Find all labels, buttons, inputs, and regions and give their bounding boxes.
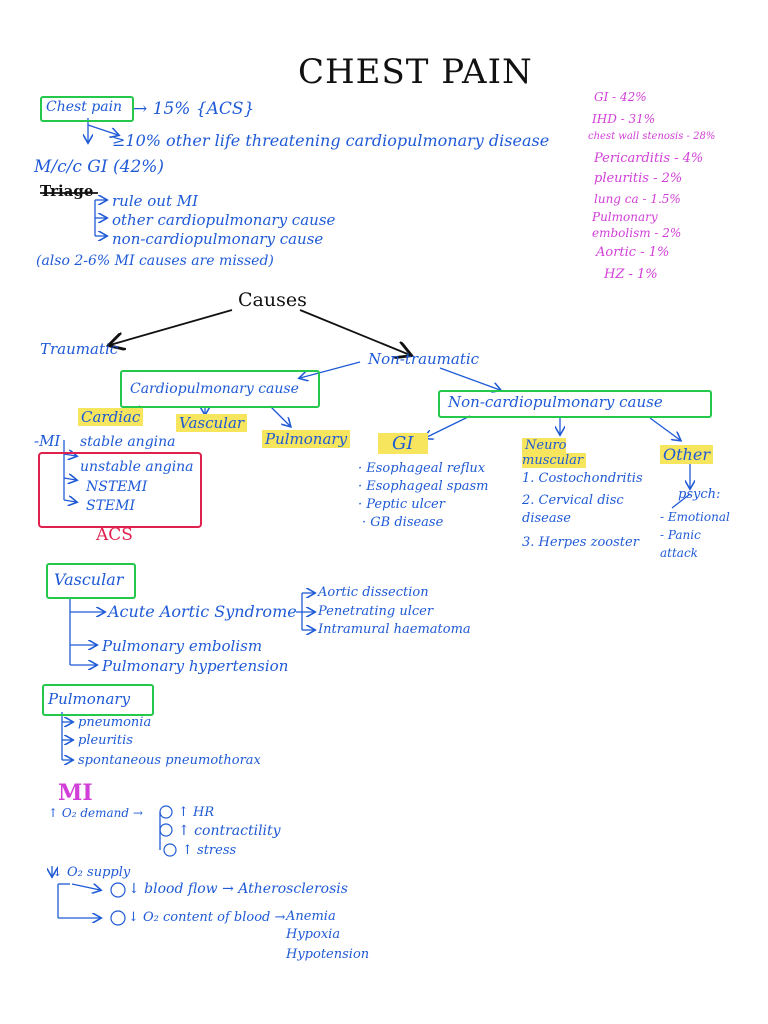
pulmonary-item: pleuritis — [78, 733, 133, 748]
other-item: - Emotional — [660, 510, 730, 524]
pulmonary-section-label: Pulmonary — [48, 690, 131, 708]
supply-item: ↓ blood flow → Atherosclerosis — [128, 881, 348, 897]
acs-label: ACS — [96, 525, 133, 545]
cardiopulmonary-box — [120, 370, 320, 408]
vascular-label: Vascular — [176, 414, 248, 432]
other-threat-line: ≥10% other life threatening cardiopulmon… — [112, 131, 550, 150]
traumatic-label: Traumatic — [40, 340, 119, 358]
angina-item: unstable angina — [80, 459, 194, 475]
aas-item: Aortic dissection — [318, 585, 429, 600]
stat-item: GI - 42% — [594, 90, 647, 104]
neuro-item: 1. Costochondritis — [522, 471, 643, 486]
causes-label: Causes — [238, 289, 307, 311]
demand-item: ↑ HR — [178, 805, 215, 820]
cardiac-label: Cardiac — [78, 408, 144, 426]
missed-note: (also 2-6% MI causes are missed) — [36, 253, 274, 269]
stat-item: pleuritis - 2% — [594, 171, 683, 186]
demand-item: ↑ stress — [182, 843, 237, 858]
chest-pain-box — [40, 96, 134, 122]
pulmonary-item: spontaneous pneumothorax — [78, 753, 261, 768]
gi-item: · Peptic ulcer — [358, 497, 445, 512]
chest-pain-label: Chest pain — [46, 99, 123, 115]
angina-item: NSTEMI — [86, 479, 148, 495]
non-cardiopulmonary-label: Non-cardiopulmonary cause — [448, 393, 663, 411]
supply-sub-item: Hypotension — [286, 947, 370, 962]
pulmonary-label: Pulmonary — [262, 430, 351, 448]
demand-item: ↑ contractility — [178, 823, 281, 839]
aas-item: Penetrating ulcer — [318, 604, 434, 619]
neuro-item: 3. Herpes zooster — [522, 535, 639, 550]
mi-dash-label: -MI — [34, 432, 61, 450]
gi-label: GI — [378, 433, 428, 454]
o2-demand-label: ↑ O₂ demand → — [48, 806, 143, 820]
vascular-box — [46, 563, 136, 599]
supply-item: ↓ O₂ content of blood → — [128, 910, 286, 925]
other-item: - Panic attack — [660, 528, 701, 560]
gi-item: · GB disease — [362, 515, 444, 530]
stat-item: HZ - 1% — [604, 267, 658, 282]
acs-box — [38, 452, 202, 528]
stat-item: Aortic - 1% — [596, 245, 670, 260]
pe-label: Pulmonary embolism — [102, 637, 263, 655]
aas-item: Intramural haematoma — [318, 622, 471, 637]
stat-item: Pulmonary — [592, 210, 658, 224]
triage-item: other cardiopulmonary cause — [112, 211, 336, 229]
triage-item: rule out MI — [112, 192, 199, 210]
stat-item: chest wall stenosis - 28% — [588, 131, 716, 142]
stat-item: IHD - 31% — [592, 112, 656, 126]
gi-item: · Esophageal spasm — [358, 479, 489, 494]
angina-item: STEMI — [86, 498, 136, 514]
acs-percent: → 15% {ACS} — [133, 99, 255, 119]
non-traumatic-label: Non-traumatic — [368, 350, 480, 368]
stat-item: lung ca - 1.5% — [594, 192, 681, 206]
supply-sub-item: Hypoxia — [286, 927, 341, 942]
other-item: psych: — [678, 487, 721, 502]
vascular-section-label: Vascular — [54, 570, 124, 589]
pulmonary-item: pneumonia — [78, 715, 152, 730]
gi-item: · Esophageal reflux — [358, 461, 486, 476]
neuro-item: 2. Cervical disc disease — [522, 493, 624, 526]
aas-label: Acute Aortic Syndrome — [108, 602, 297, 621]
triage-item: non-cardiopulmonary cause — [112, 230, 324, 248]
stat-item: embolism - 2% — [592, 226, 682, 240]
page-title: CHEST PAIN — [298, 52, 533, 92]
stat-item: Pericarditis - 4% — [594, 151, 704, 166]
triage-label: Triage — [40, 182, 94, 200]
ph-label: Pulmonary hypertension — [102, 657, 289, 675]
supply-sub-item: Anemia — [286, 909, 336, 924]
most-common-line: M/c/c GI (42%) — [34, 157, 165, 177]
o2-supply-label: ↓ O₂ supply — [52, 865, 131, 880]
other-label: Other — [660, 445, 713, 464]
non-cardiopulmonary-box — [438, 390, 712, 418]
neuro-label: Neuro muscular — [522, 438, 598, 468]
angina-item: stable angina — [80, 434, 176, 450]
mi-section-label: MI — [58, 780, 93, 806]
pulmonary-box — [42, 684, 154, 716]
cardiopulmonary-label: Cardiopulmonary cause — [130, 381, 299, 397]
